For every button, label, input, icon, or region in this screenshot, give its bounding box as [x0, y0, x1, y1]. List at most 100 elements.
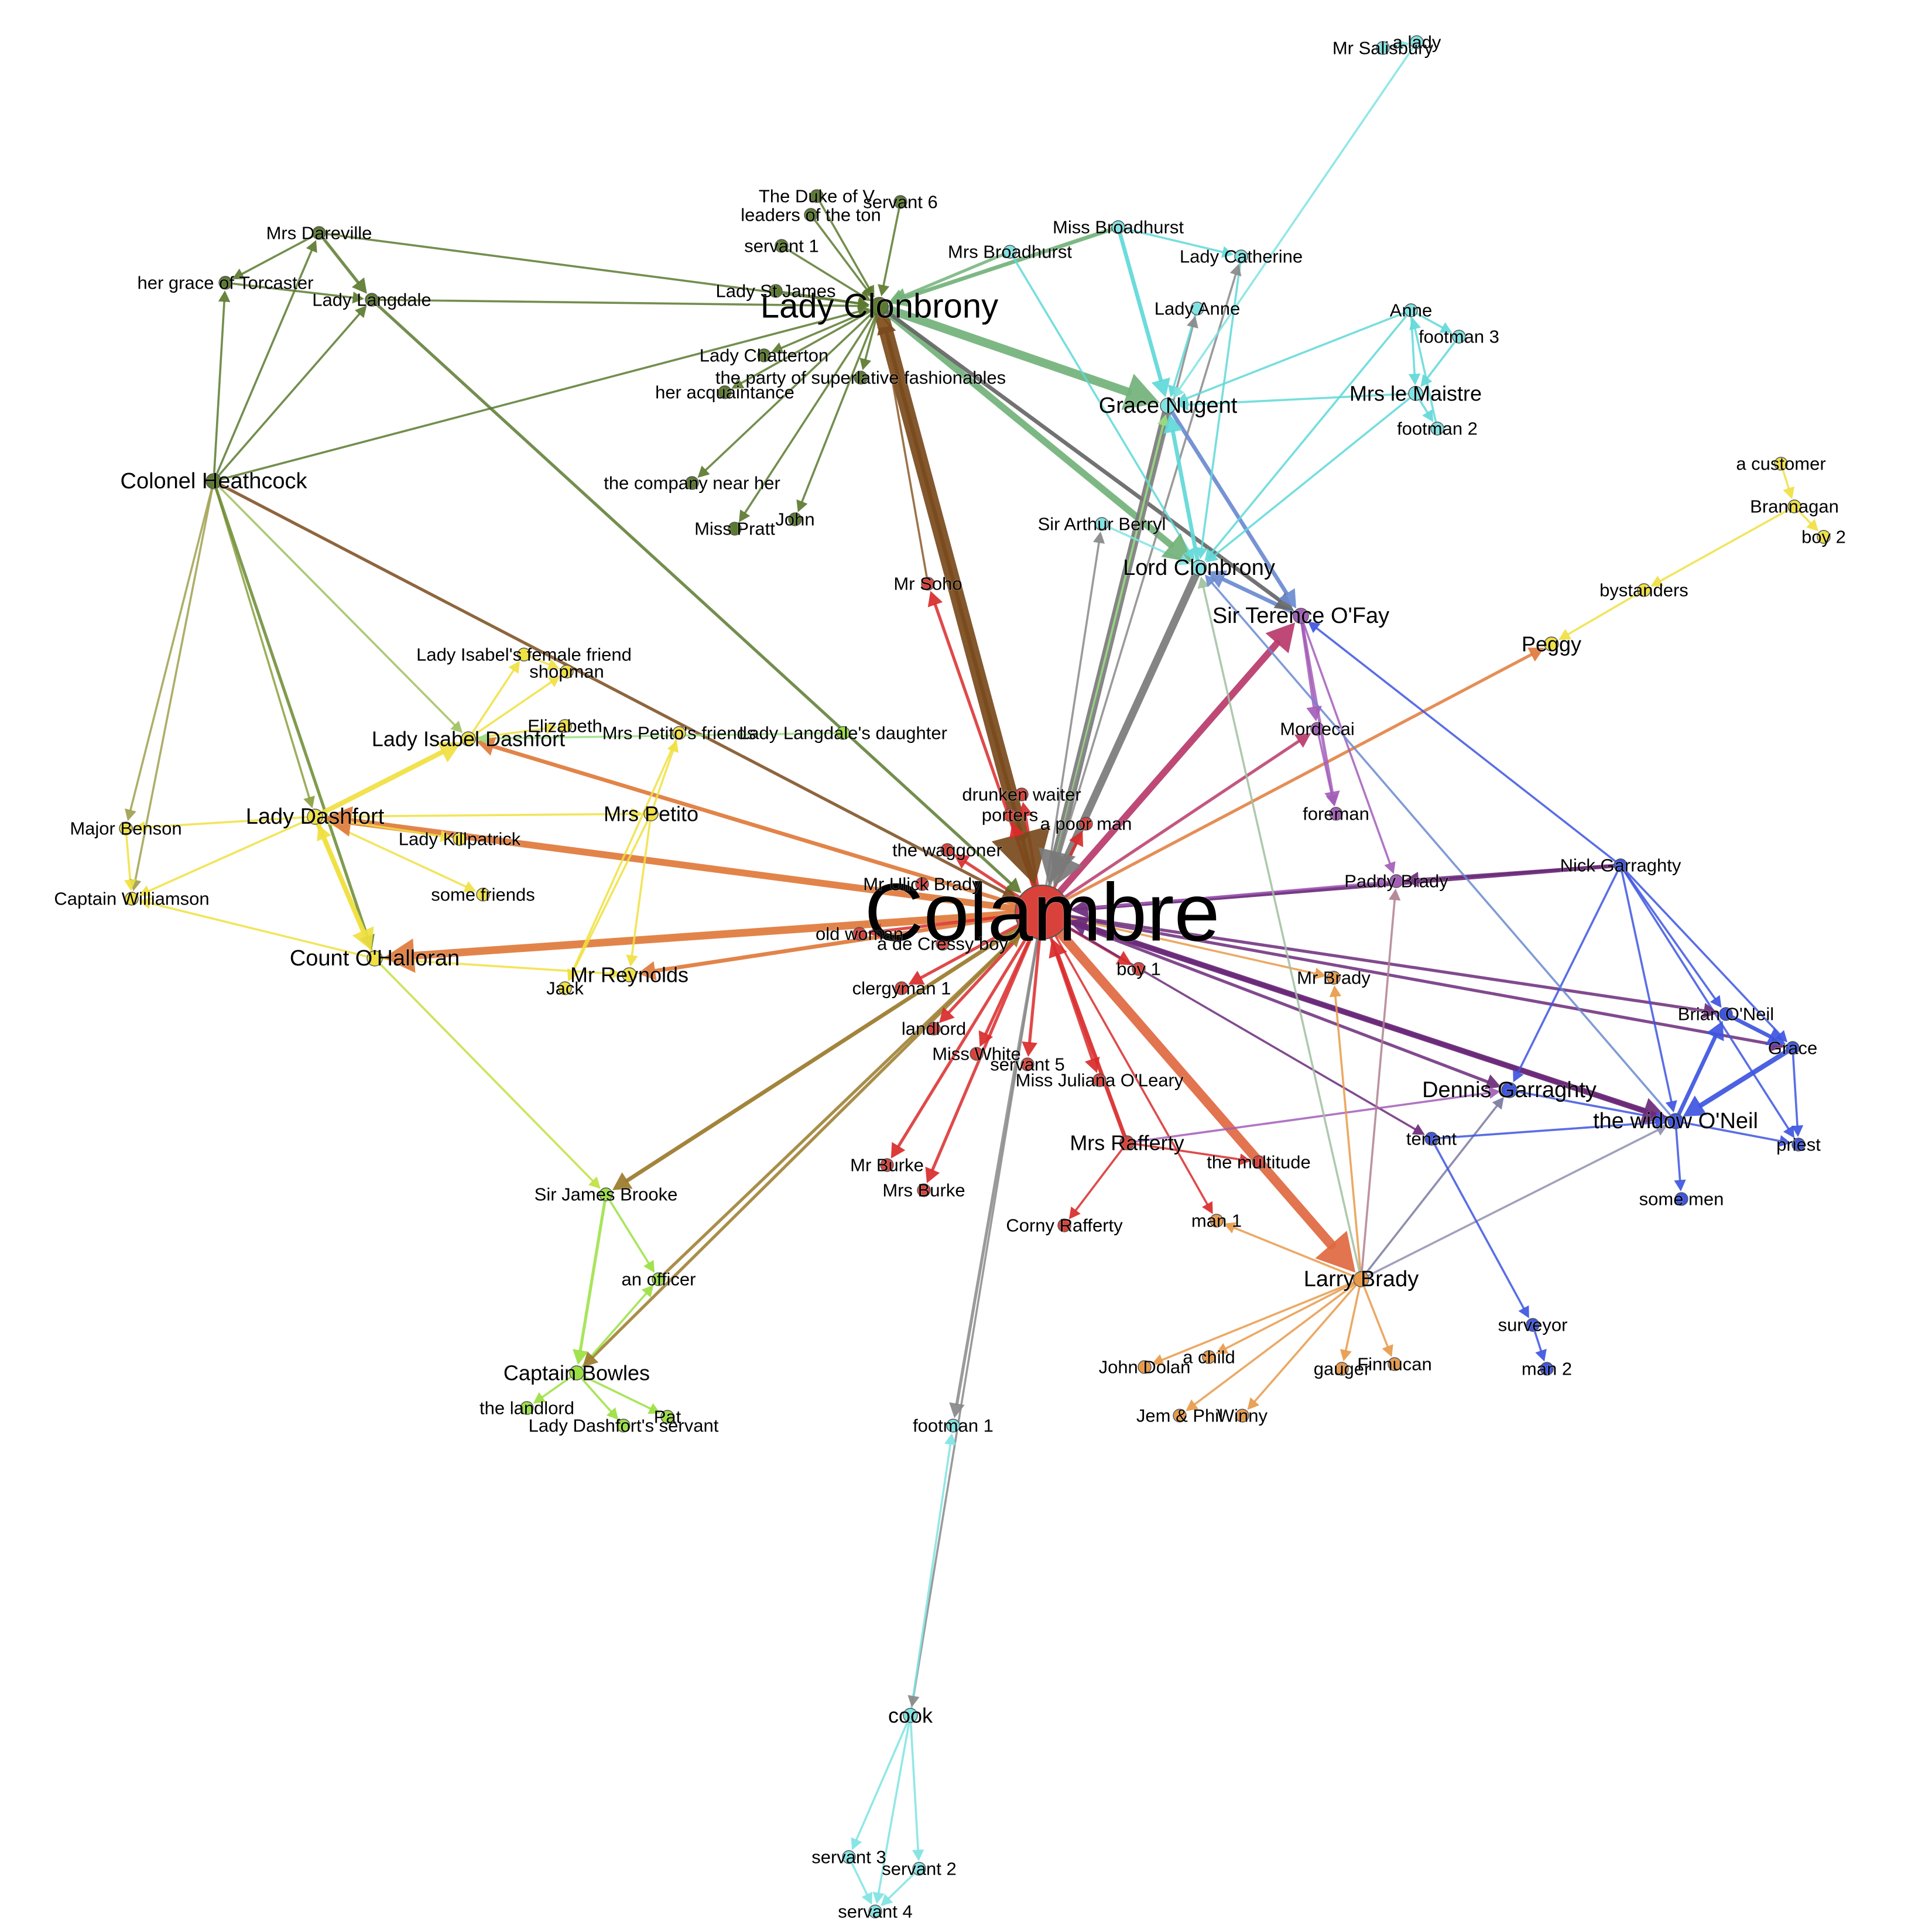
node-widow-oneil[interactable]	[1667, 1113, 1684, 1129]
node-grace[interactable]	[1786, 1041, 1800, 1055]
node-elizabeth[interactable]	[558, 719, 572, 733]
node-lady-isabel[interactable]	[461, 731, 476, 746]
node-mr-soho[interactable]	[921, 577, 935, 591]
node-mrs-dareville[interactable]	[312, 226, 326, 240]
node-lady-langdale-daughter[interactable]	[836, 726, 850, 740]
node-tenant[interactable]	[1424, 1132, 1438, 1146]
node-footman-2[interactable]	[1430, 422, 1444, 436]
node-servant-4[interactable]	[868, 1904, 882, 1919]
node-mrs-le-maistre[interactable]	[1408, 386, 1423, 401]
node-lady-st-james[interactable]	[769, 284, 783, 298]
node-servant-3[interactable]	[842, 1850, 856, 1864]
node-brian-oneil[interactable]	[1719, 1007, 1733, 1021]
node-dennis-garraghty[interactable]	[1501, 1082, 1517, 1098]
node-mordecai[interactable]	[1310, 722, 1324, 736]
node-footman-1[interactable]	[946, 1419, 960, 1433]
node-mrs-petito[interactable]	[643, 806, 659, 821]
node-sir-arthur-berryl[interactable]	[1095, 517, 1109, 531]
node-gauger[interactable]	[1335, 1362, 1349, 1376]
node-some-men[interactable]	[1674, 1192, 1688, 1206]
node-mrs-broadhurst[interactable]	[1003, 245, 1017, 259]
node-lady-dashfort[interactable]	[307, 809, 323, 825]
node-count-ohalloran[interactable]	[366, 950, 383, 967]
node-the-landlord[interactable]	[520, 1401, 534, 1415]
node-john-dolan[interactable]	[1138, 1360, 1152, 1374]
node-nick-garraghty[interactable]	[1614, 858, 1628, 872]
node-lady-catherine[interactable]	[1234, 249, 1248, 263]
node-sir-james-brooke[interactable]	[599, 1187, 613, 1201]
node-miss-juliana[interactable]	[1092, 1073, 1107, 1087]
node-lady-clonbrony[interactable]	[870, 297, 889, 316]
node-drunken-waiter[interactable]	[1015, 787, 1029, 801]
node-captain-bowles[interactable]	[569, 1365, 584, 1381]
node-servant-6[interactable]	[893, 195, 907, 209]
node-man-1[interactable]	[1210, 1214, 1224, 1228]
node-miss-broadhurst-1[interactable]	[1111, 220, 1125, 234]
node-cook[interactable]	[903, 1708, 918, 1723]
node-grace-nugent[interactable]	[1160, 398, 1176, 414]
node-old-woman[interactable]	[852, 927, 866, 941]
node-peggy[interactable]	[1544, 636, 1559, 652]
node-mr-burke[interactable]	[880, 1158, 894, 1172]
node-a-lady[interactable]	[1410, 35, 1424, 49]
node-mrs-rafferty[interactable]	[1119, 1135, 1135, 1150]
node-mr-reynolds[interactable]	[622, 967, 637, 982]
node-mr-ulick-brady[interactable]	[915, 877, 929, 891]
node-boy-2[interactable]	[1817, 530, 1831, 544]
node-lady-anne[interactable]	[1190, 302, 1204, 316]
node-her-acquaintance[interactable]	[718, 385, 732, 399]
node-servant-2[interactable]	[912, 1862, 926, 1876]
node-larry-brady[interactable]	[1353, 1271, 1369, 1287]
node-priest[interactable]	[1791, 1138, 1806, 1152]
node-bystanders[interactable]	[1637, 583, 1651, 597]
node-jem-phil[interactable]	[1173, 1409, 1187, 1423]
node-shopman[interactable]	[560, 664, 574, 679]
node-servant-5[interactable]	[1020, 1057, 1034, 1071]
node-de-cressy-boy[interactable]	[936, 937, 950, 951]
node-some-friends[interactable]	[476, 888, 490, 902]
node-clergyman-1[interactable]	[895, 981, 909, 995]
node-an-officer[interactable]	[652, 1272, 666, 1286]
node-servant-1[interactable]	[775, 239, 789, 253]
node-colambre[interactable]	[1015, 885, 1070, 940]
node-lady-chatterton[interactable]	[757, 348, 771, 362]
node-duke-of-v[interactable]	[810, 189, 824, 203]
node-miss-pratt[interactable]	[728, 522, 742, 536]
node-surveyor[interactable]	[1526, 1318, 1540, 1332]
node-miss-white[interactable]	[970, 1047, 984, 1061]
node-footman-3[interactable]	[1452, 330, 1466, 344]
node-pat[interactable]	[660, 1410, 674, 1424]
node-mrs-petito-friends[interactable]	[672, 726, 686, 740]
node-her-grace[interactable]	[218, 276, 232, 290]
node-landlord[interactable]	[927, 1022, 941, 1036]
node-jack[interactable]	[558, 981, 572, 995]
node-party-fashionables[interactable]	[854, 371, 868, 385]
node-major-benson[interactable]	[119, 821, 133, 835]
node-man-2[interactable]	[1540, 1362, 1554, 1376]
node-foreman[interactable]	[1329, 807, 1343, 821]
node-anne[interactable]	[1404, 303, 1418, 317]
node-lady-langdale[interactable]	[365, 293, 379, 307]
node-brannagan[interactable]	[1787, 499, 1801, 513]
node-mr-salisbury[interactable]	[1376, 41, 1390, 55]
node-lord-clonbrony[interactable]	[1191, 560, 1207, 576]
node-lady-dashfort-servant[interactable]	[616, 1419, 631, 1433]
node-the-waggoner[interactable]	[940, 843, 954, 857]
node-the-multitude[interactable]	[1252, 1155, 1266, 1169]
node-company-near-her[interactable]	[685, 476, 699, 490]
node-corny-rafferty[interactable]	[1057, 1218, 1071, 1232]
node-john[interactable]	[788, 512, 802, 526]
node-porters[interactable]	[1003, 808, 1017, 822]
node-a-child[interactable]	[1202, 1350, 1216, 1364]
node-leaders-of-the-ton[interactable]	[804, 208, 818, 222]
node-mr-brady[interactable]	[1327, 971, 1341, 985]
node-lady-killpatrick[interactable]	[453, 832, 467, 846]
node-paddy-brady[interactable]	[1389, 874, 1403, 888]
node-captain-williamson[interactable]	[125, 892, 139, 906]
node-winny[interactable]	[1235, 1409, 1249, 1423]
node-lady-isabel-friend[interactable]	[517, 648, 531, 662]
node-sir-terence[interactable]	[1293, 608, 1309, 624]
node-a-poor-man[interactable]	[1079, 817, 1093, 831]
node-colonel-heathcock[interactable]	[205, 473, 222, 489]
node-finnucan[interactable]	[1388, 1357, 1402, 1371]
